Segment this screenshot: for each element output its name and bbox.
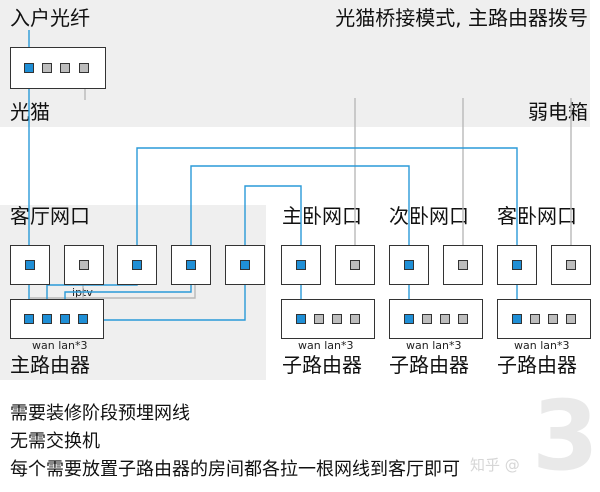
second-bedroom-label: 次卧网口 xyxy=(389,204,469,228)
guest-jack-1-port xyxy=(512,260,522,270)
mode-label: 光猫桥接模式, 主路由器拨号 xyxy=(335,6,588,30)
master-jack-1-port xyxy=(296,260,306,270)
sub-router-second-wan xyxy=(404,314,414,324)
sub-router-label-1: 子路由器 xyxy=(282,353,362,377)
sub-router-guest-lan3 xyxy=(566,314,576,324)
second-jack-1-port xyxy=(404,260,414,270)
second-jack-2-port xyxy=(458,260,468,270)
sub-router-guest-lan1 xyxy=(530,314,540,324)
living-jack-3-port xyxy=(132,260,142,270)
blue-wire-second-loop xyxy=(190,165,410,315)
sub-router-master-wan xyxy=(296,314,306,324)
sub-router-ports-label-2: wan lan*3 xyxy=(406,339,462,352)
panel-label: 弱电箱 xyxy=(528,100,588,124)
main-router-lan2-port xyxy=(60,314,70,324)
sub-router-master-lan3 xyxy=(350,314,360,324)
sub-router-second-lan1 xyxy=(422,314,432,324)
note-2: 无需交换机 xyxy=(10,431,100,452)
living-jack-1-port xyxy=(25,260,35,270)
note-3: 每个需要放置子路由器的房间都各拉一根网线到客厅即可 xyxy=(10,459,460,480)
guest-bedroom-label: 客卧网口 xyxy=(497,204,577,228)
modem-port-lan2 xyxy=(60,63,70,73)
note-1: 需要装修阶段预埋网线 xyxy=(10,403,190,424)
main-router-lan1-port xyxy=(42,314,52,324)
modem-port-lan3 xyxy=(79,63,89,73)
main-router-wan-port xyxy=(24,314,34,324)
living-room-label: 客厅网口 xyxy=(10,204,90,228)
living-jack-4-port xyxy=(186,260,196,270)
sub-router-ports-label-3: wan lan*3 xyxy=(514,339,570,352)
main-router-label: 主路由器 xyxy=(10,353,90,377)
living-jack-5-port xyxy=(240,260,250,270)
fiber-in-label: 入户光纤 xyxy=(10,6,90,30)
main-router-lan3-port xyxy=(78,314,88,324)
sub-router-master-lan2 xyxy=(332,314,342,324)
sub-router-guest-lan2 xyxy=(548,314,558,324)
guest-jack-2-port xyxy=(566,260,576,270)
main-router-ports-label: wan lan*3 xyxy=(32,339,88,352)
modem-port-lan1 xyxy=(42,63,52,73)
watermark-number: 3 xyxy=(532,380,599,492)
sub-router-second-lan3 xyxy=(458,314,468,324)
sub-router-label-2: 子路由器 xyxy=(389,353,469,377)
watermark-text: 知乎 @ xyxy=(470,456,520,474)
sub-router-label-3: 子路由器 xyxy=(497,353,577,377)
master-bedroom-label: 主卧网口 xyxy=(282,204,362,228)
blue-wire-living-5 xyxy=(88,262,246,321)
master-jack-2-port xyxy=(350,260,360,270)
sub-router-second-lan2 xyxy=(440,314,450,324)
sub-router-ports-label-1: wan lan*3 xyxy=(298,339,354,352)
sub-router-master-lan1 xyxy=(314,314,324,324)
living-jack-2-port xyxy=(79,260,89,270)
modem-label: 光猫 xyxy=(10,100,50,124)
sub-router-guest-wan xyxy=(512,314,522,324)
blue-wire-guest-loop xyxy=(136,147,518,315)
modem-port-pon xyxy=(24,63,34,73)
